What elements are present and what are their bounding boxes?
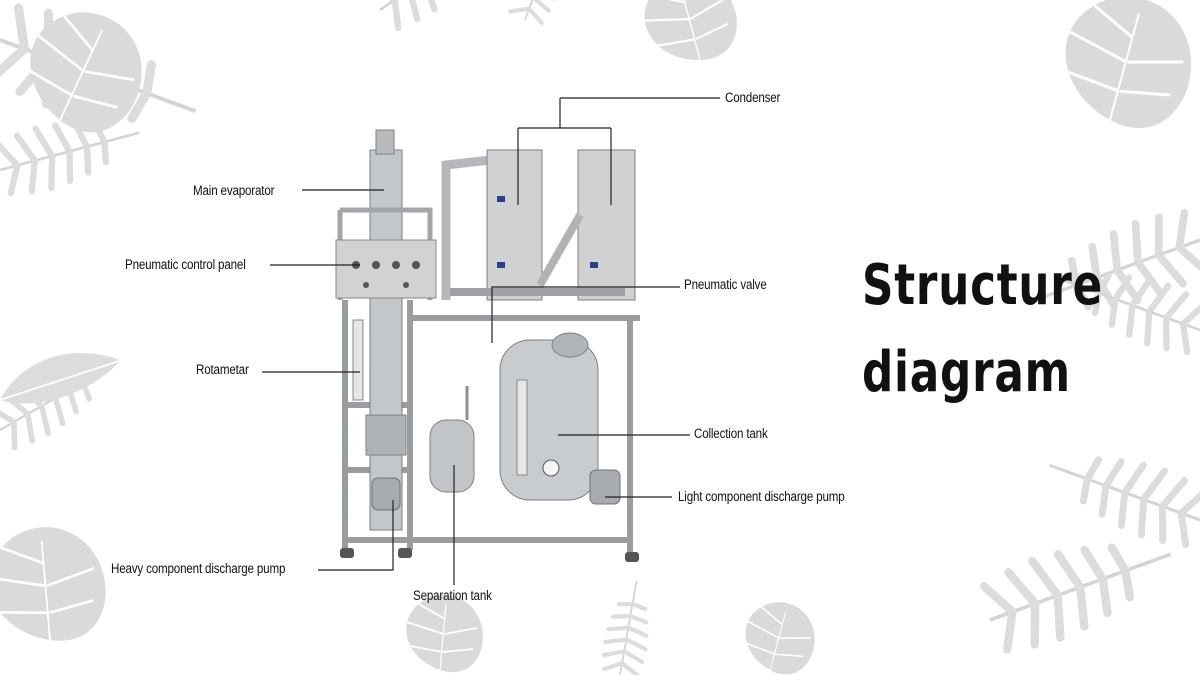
label-main-evaporator: Main evaporator: [193, 183, 275, 198]
label-light-component-discharge-pump: Light component discharge pump: [678, 489, 845, 504]
heavy-component-pump: [371, 477, 401, 511]
callout-lines: [262, 97, 720, 585]
main-evaporator-column: [365, 129, 407, 531]
label-pneumatic-valve: Pneumatic valve: [684, 277, 767, 292]
collection-tank: [499, 332, 599, 501]
light-component-pump: [589, 469, 621, 505]
separation-tank: [429, 386, 475, 493]
machine-frame: [342, 300, 640, 555]
callout-heavy-pump: [318, 500, 394, 571]
callout-condenser: [517, 97, 720, 205]
label-separation-tank: Separation tank: [413, 588, 492, 603]
callout-pneumatic-valve: [491, 286, 680, 343]
condenser-plates: [486, 149, 636, 301]
label-rotametar: Rotametar: [196, 362, 249, 377]
vapor-pipe: [441, 155, 491, 300]
page-title-line-2: diagram: [862, 340, 1071, 405]
label-pneumatic-control-panel: Pneumatic control panel: [125, 257, 246, 272]
rotametar-tube: [352, 319, 364, 401]
pneumatic-control-panel: [335, 239, 437, 299]
page-title-line-1: Structure: [862, 253, 1104, 318]
label-condenser: Condenser: [725, 90, 781, 105]
label-collection-tank: Collection tank: [694, 426, 768, 441]
machine-feet: [340, 548, 639, 562]
label-heavy-component-discharge-pump: Heavy component discharge pump: [111, 561, 286, 576]
